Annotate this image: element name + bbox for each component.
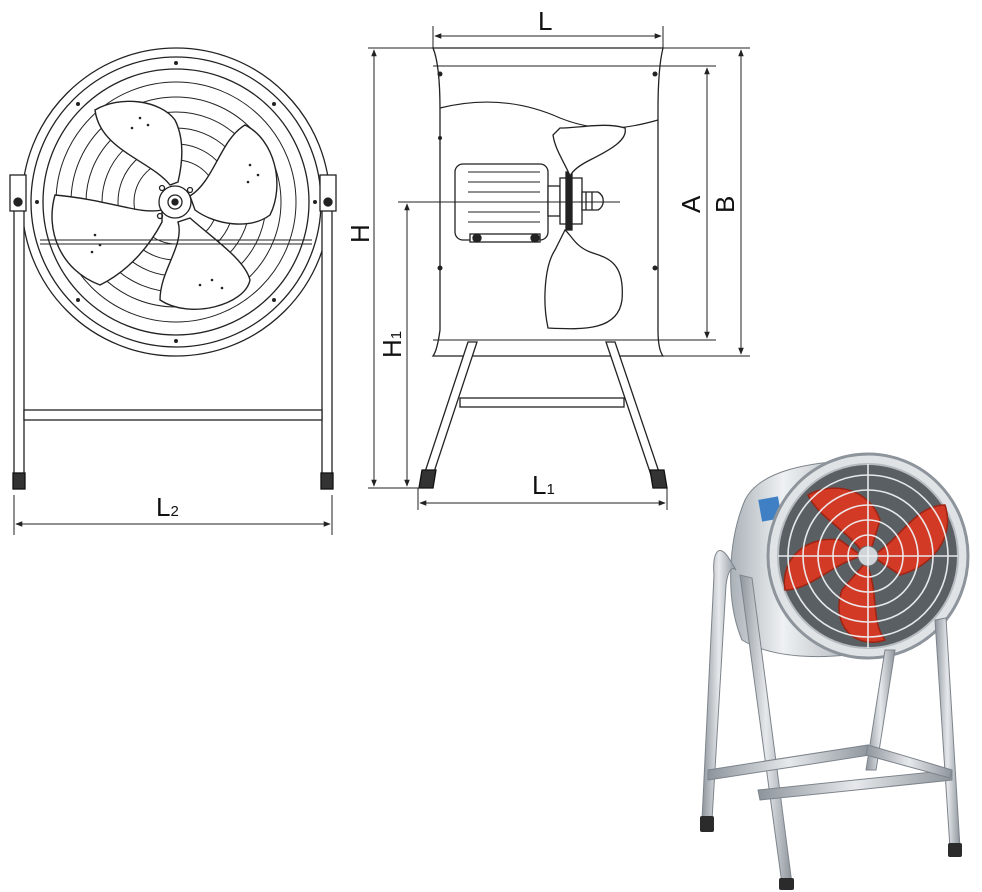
front-blades bbox=[51, 100, 278, 310]
front-guard-ring-1 bbox=[42, 68, 310, 336]
label-h1: H1 bbox=[377, 331, 407, 358]
label-l2: L2 bbox=[156, 492, 179, 522]
dimension-a bbox=[663, 65, 716, 341]
dimension-h bbox=[368, 47, 433, 489]
label-l1: L1 bbox=[532, 470, 555, 500]
fan-product-illustration bbox=[700, 452, 970, 890]
label-l: L bbox=[538, 6, 552, 36]
front-view-drawing bbox=[9, 47, 337, 490]
front-flange-bolts bbox=[35, 61, 317, 343]
dimension-l2 bbox=[13, 495, 333, 535]
side-stand-legs bbox=[418, 341, 668, 489]
label-h: H bbox=[345, 224, 375, 243]
product-stand bbox=[700, 550, 962, 890]
dimension-h1 bbox=[398, 201, 620, 487]
front-stand-legs bbox=[9, 174, 337, 490]
dimension-l bbox=[432, 26, 664, 48]
side-view-drawing bbox=[418, 47, 668, 489]
label-b: B bbox=[710, 196, 740, 213]
dimension-b bbox=[663, 47, 750, 357]
dimension-l1 bbox=[417, 488, 668, 510]
label-a: A bbox=[676, 195, 706, 213]
